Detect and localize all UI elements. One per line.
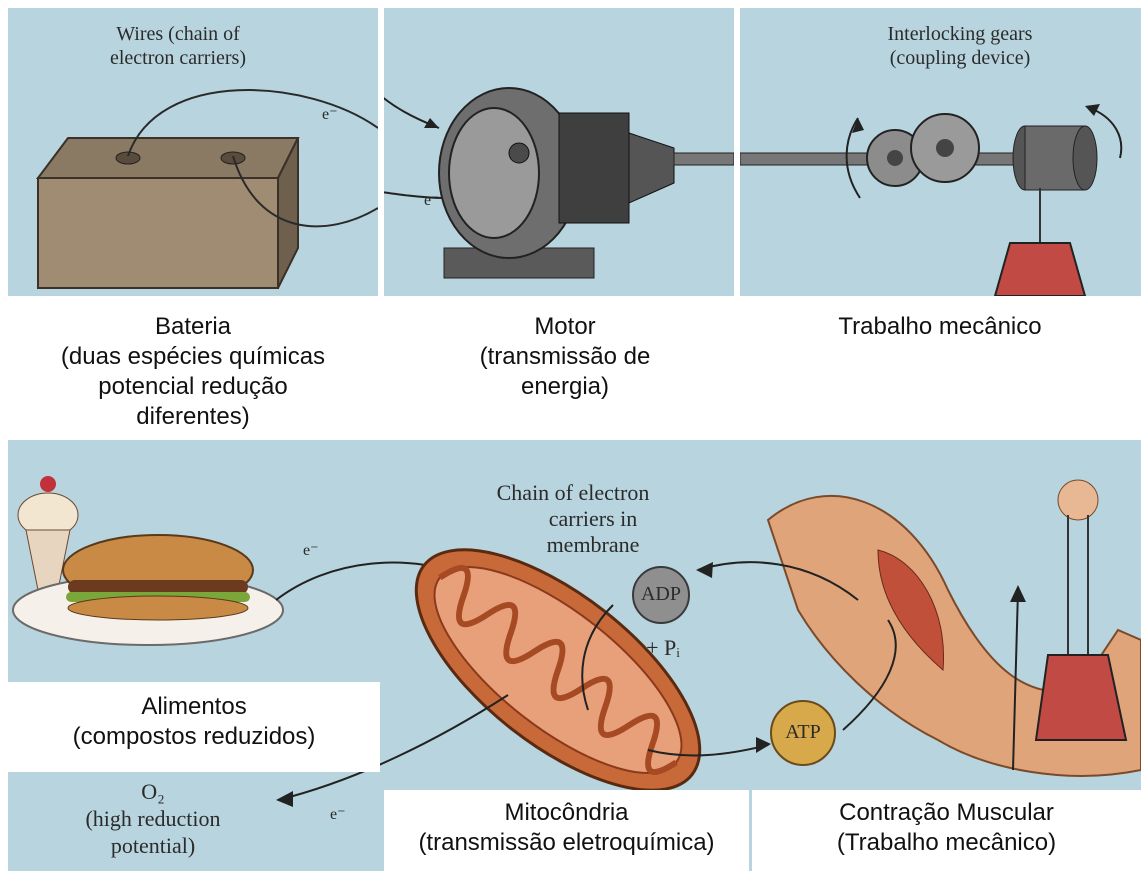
electron-label-bottom: e⁻ [424,190,440,210]
motor-panel [384,8,734,296]
muscle-caption: Contração Muscular (Trabalho mecânico) [752,798,1141,858]
mechanical-work-panel: Interlocking gears (coupling device) [740,8,1141,296]
battery-panel: Wires (chain of electron carriers) [8,8,378,296]
pi-label: + Pᵢ [628,635,698,661]
motor-illustration [384,8,734,296]
chain-label: Chain of electron carriers in membrane [448,480,698,558]
work-caption: Trabalho mecânico [760,312,1120,342]
electron-label-o2: e⁻ [330,804,346,824]
mito-caption: Mitocôndria (transmissão eletroquímica) [384,798,749,858]
battery-caption: Bateria (duas espécies químicas potencia… [8,312,378,432]
food-caption: Alimentos (compostos reduzidos) [8,692,380,752]
adp-label: ADP [633,583,689,606]
o2-label: O₂ (high reduction potential) [63,778,243,859]
electron-label-top: e⁻ [322,104,338,124]
motor-caption: Motor (transmissão de energia) [420,312,710,402]
gears-label: Interlocking gears (coupling device) [810,22,1110,70]
wires-label: Wires (chain of electron carriers) [48,22,308,70]
atp-label: ATP [773,721,833,744]
electron-label-food: e⁻ [303,540,319,560]
